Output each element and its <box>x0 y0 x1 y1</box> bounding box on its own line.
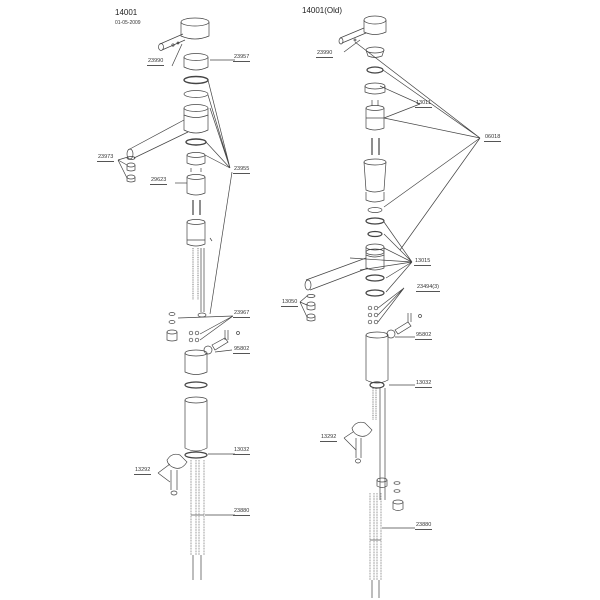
left-diagram-title: 14001 <box>115 8 138 17</box>
label-23990-right: 23990 <box>316 50 334 58</box>
label-23880-right: 23880 <box>415 522 433 530</box>
left-diagram-date: 01-05-2009 <box>115 20 141 26</box>
label-23494: 23494(3) <box>416 284 441 292</box>
label-95802-left: 95802 <box>233 346 251 354</box>
label-23973: 23973 <box>97 154 115 162</box>
label-23880-left: 23880 <box>233 508 251 516</box>
label-95802-right: 95802 <box>415 332 433 340</box>
right-diagram-title: 14001(Old) <box>302 6 343 15</box>
label-13011: 13011 <box>415 100 432 108</box>
label-06018: 06018 <box>484 134 502 142</box>
label-13292-left: 13292 <box>134 467 152 475</box>
left-assembly <box>117 17 240 580</box>
label-29623: 29623 <box>150 177 168 185</box>
right-assembly <box>299 15 481 598</box>
label-13032-right: 13032 <box>415 380 433 388</box>
label-23955: 23955 <box>233 166 251 174</box>
label-13032-left: 13032 <box>233 447 251 455</box>
label-13015: 13015 <box>414 258 432 266</box>
label-13292-right: 13292 <box>320 434 338 442</box>
label-23967: 23967 <box>233 310 251 318</box>
label-23990-left: 23990 <box>147 58 165 66</box>
label-13050: 13050 <box>281 299 299 307</box>
label-23957: 23957 <box>233 54 251 62</box>
